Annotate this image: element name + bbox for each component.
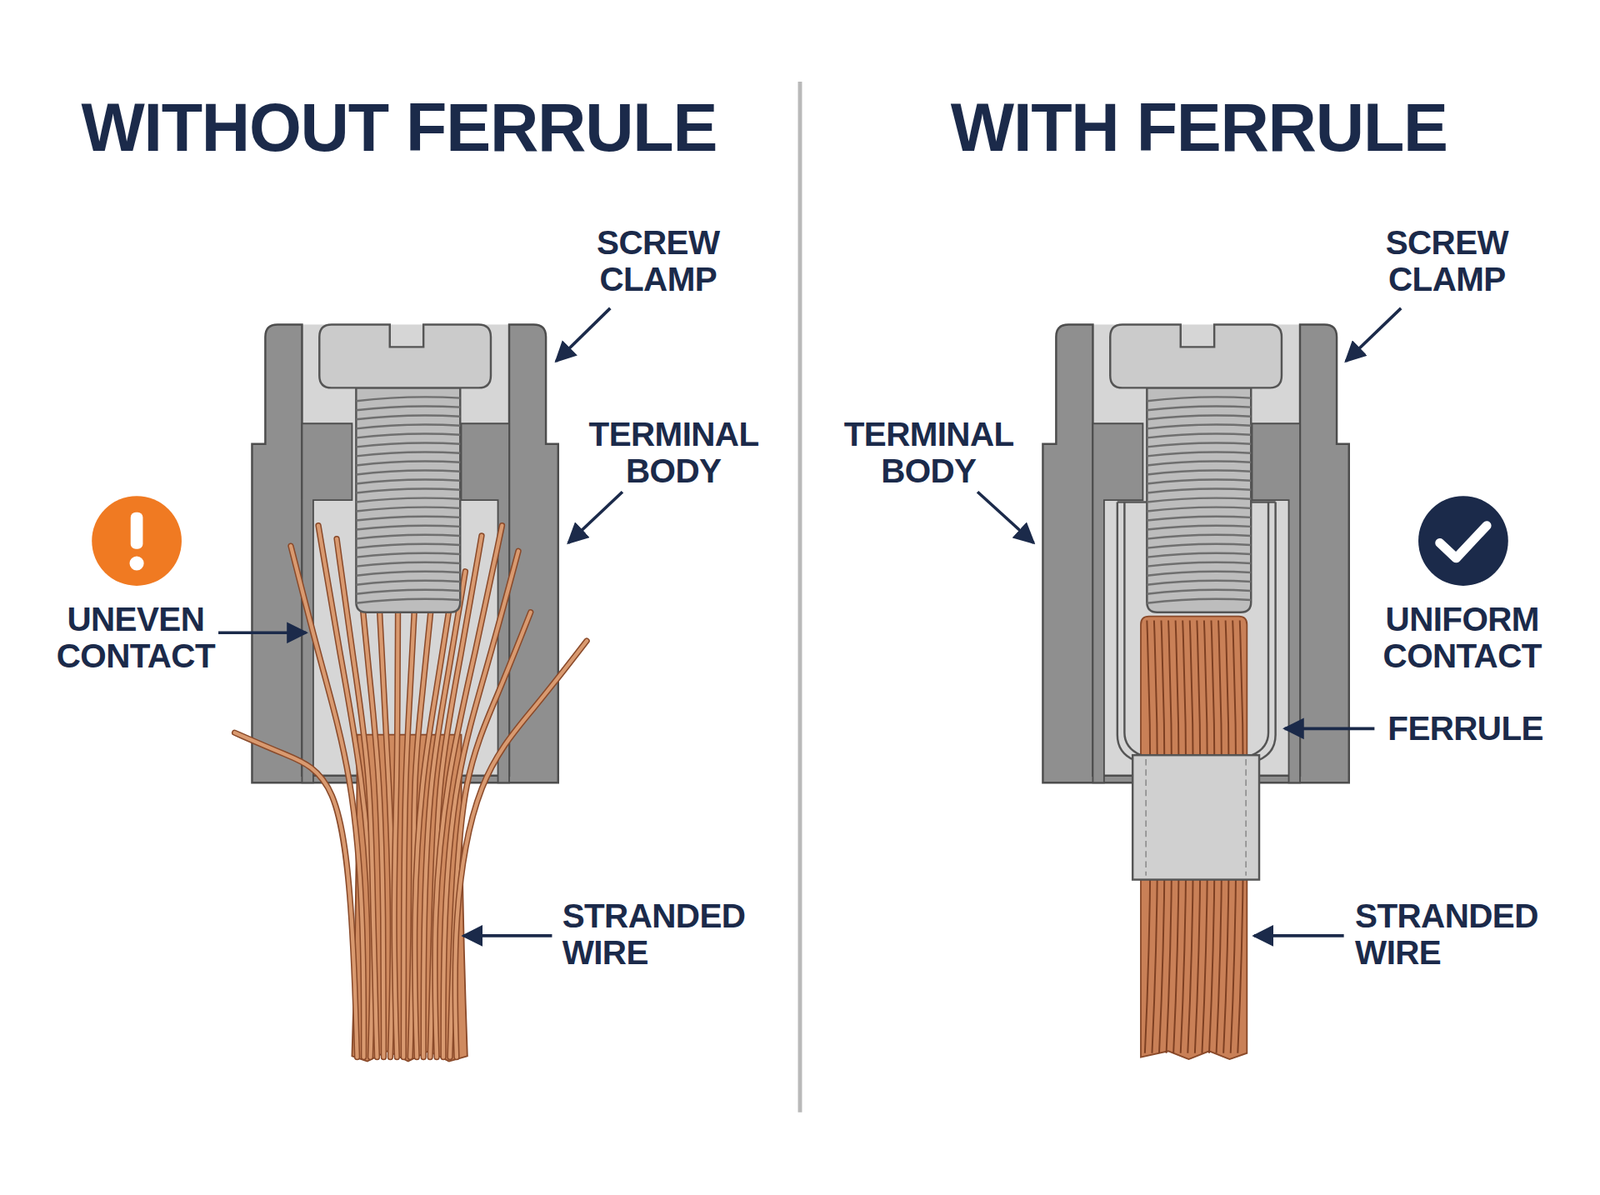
warning-icon (91, 495, 182, 586)
part-label: TERMINAL BODY (844, 416, 1014, 490)
leader-line (1345, 308, 1401, 362)
part-label: STRANDED WIRE (562, 898, 746, 971)
panel-heading: WITH FERRULE (950, 94, 1448, 162)
leader-line (218, 630, 306, 635)
part-label: TERMINAL BODY (589, 416, 759, 490)
leader-line (1285, 727, 1375, 731)
divider (798, 81, 803, 1113)
terminal-body (251, 324, 558, 783)
leader-line (568, 491, 623, 543)
screw (1110, 324, 1282, 612)
part-label: STRANDED WIRE (1355, 898, 1539, 971)
part-label: SCREW CLAMP (596, 224, 720, 297)
part-label: FERRULE (1387, 710, 1544, 747)
leader-line (463, 934, 553, 938)
check-icon (1418, 495, 1509, 586)
leader-line (555, 308, 610, 362)
screw (319, 324, 491, 612)
leader-lines (218, 308, 1401, 936)
part-label: UNEVEN CONTACT (56, 600, 215, 674)
part-label: SCREW CLAMP (1385, 224, 1509, 297)
leader-line (977, 491, 1034, 543)
panel-heading: WITHOUT FERRULE (80, 94, 717, 162)
terminal-with-ferrule (1042, 324, 1349, 1060)
leader-line (1254, 934, 1345, 938)
part-label: UNIFORM CONTACT (1383, 600, 1542, 674)
terminal-without-ferrule (235, 324, 587, 1061)
